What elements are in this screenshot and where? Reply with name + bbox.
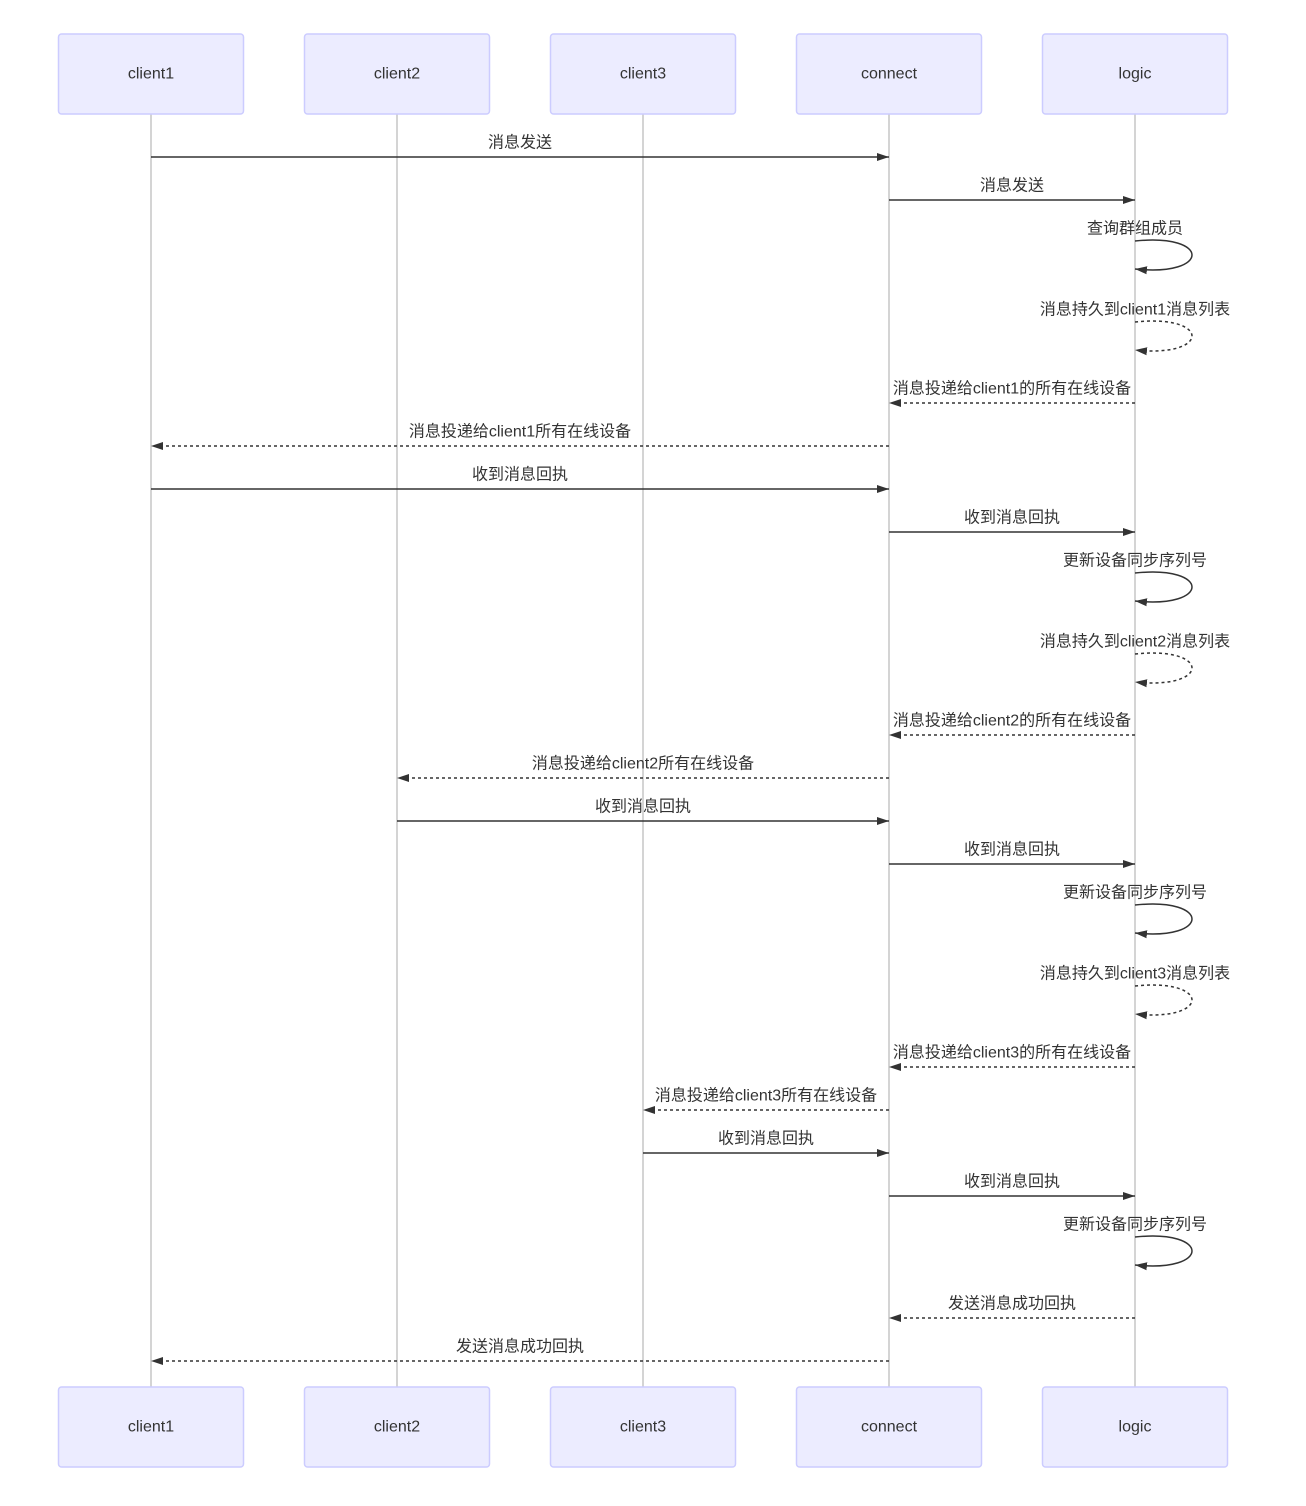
message-label: 收到消息回执 [964, 841, 1060, 859]
message: 收到消息回执 [889, 841, 1135, 868]
self-message: 更新设备同步序列号 [1063, 884, 1207, 939]
message-label: 消息投递给client3所有在线设备 [655, 1087, 877, 1105]
message-label: 消息持久到client2消息列表 [1040, 633, 1230, 651]
participant-label: connect [861, 1419, 918, 1436]
participant-client1-bottom: client1 [57, 1386, 245, 1468]
participant-connect-top: connect [795, 33, 983, 115]
self-message: 消息持久到client1消息列表 [1040, 301, 1230, 356]
message-label: 消息发送 [488, 134, 552, 152]
message: 消息投递给client3的所有在线设备 [889, 1044, 1135, 1071]
message: 收到消息回执 [889, 509, 1135, 536]
participant-box [303, 33, 491, 115]
message: 消息发送 [889, 177, 1135, 204]
participant-client3-top: client3 [549, 33, 737, 115]
message-label: 更新设备同步序列号 [1063, 884, 1207, 902]
self-message-arrow [1134, 320, 1193, 356]
participant-logic-bottom: logic [1041, 1386, 1229, 1468]
participant-label: connect [861, 66, 918, 83]
message: 消息投递给client2的所有在线设备 [889, 712, 1135, 739]
message: 消息投递给client2所有在线设备 [397, 755, 889, 782]
message: 消息投递给client3所有在线设备 [643, 1087, 889, 1114]
message-label: 收到消息回执 [472, 466, 568, 484]
participant-box [795, 1386, 983, 1468]
participant-box [57, 33, 245, 115]
participant-connect-bottom: connect [795, 1386, 983, 1468]
messages: 消息发送消息发送查询群组成员消息持久到client1消息列表消息投递给clien… [151, 134, 1230, 1365]
message-label: 消息投递给client2所有在线设备 [532, 755, 754, 773]
participant-label: client3 [620, 1419, 666, 1436]
self-message-arrow [1134, 984, 1193, 1020]
self-message: 消息持久到client3消息列表 [1040, 965, 1230, 1020]
message-label: 发送消息成功回执 [456, 1338, 584, 1356]
message-label: 消息持久到client3消息列表 [1040, 965, 1230, 983]
self-message: 更新设备同步序列号 [1063, 1216, 1207, 1271]
participant-label: client1 [128, 1419, 174, 1436]
participant-client1-top: client1 [57, 33, 245, 115]
participant-label: client2 [374, 1419, 420, 1436]
message: 发送消息成功回执 [151, 1338, 889, 1365]
participant-client2-bottom: client2 [303, 1386, 491, 1468]
participant-client3-bottom: client3 [549, 1386, 737, 1468]
message-label: 查询群组成员 [1087, 220, 1183, 238]
lifelines [150, 114, 1136, 1387]
message-label: 消息投递给client1所有在线设备 [409, 423, 631, 441]
participant-label: client3 [620, 66, 666, 83]
message: 收到消息回执 [889, 1173, 1135, 1200]
message: 消息发送 [151, 134, 889, 161]
self-message-arrow [1134, 571, 1193, 607]
self-message-arrow [1134, 1235, 1193, 1271]
message: 收到消息回执 [151, 466, 889, 493]
self-message-arrow [1134, 903, 1193, 939]
message: 消息投递给client1所有在线设备 [151, 423, 889, 450]
message: 发送消息成功回执 [889, 1295, 1135, 1322]
participant-box [795, 33, 983, 115]
participant-box [1041, 33, 1229, 115]
participant-label: client2 [374, 66, 420, 83]
participant-client2-top: client2 [303, 33, 491, 115]
participant-label: logic [1119, 1419, 1152, 1436]
participant-logic-top: logic [1041, 33, 1229, 115]
participant-box [549, 33, 737, 115]
message-label: 消息投递给client2的所有在线设备 [893, 712, 1131, 730]
message-label: 消息投递给client1的所有在线设备 [893, 380, 1131, 398]
message-label: 收到消息回执 [964, 1173, 1060, 1191]
message-label: 收到消息回执 [964, 509, 1060, 527]
participant-box [57, 1386, 245, 1468]
participants: client1 client1 client2 client2 client3 clien… [57, 33, 1229, 1468]
message-label: 收到消息回执 [595, 798, 691, 816]
self-message-arrow [1134, 652, 1193, 688]
message-label: 更新设备同步序列号 [1063, 1216, 1207, 1234]
message: 收到消息回执 [397, 798, 889, 825]
self-message: 更新设备同步序列号 [1063, 552, 1207, 607]
message: 收到消息回执 [643, 1130, 889, 1157]
self-message: 查询群组成员 [1087, 220, 1193, 275]
self-message: 消息持久到client2消息列表 [1040, 633, 1230, 688]
message: 消息投递给client1的所有在线设备 [889, 380, 1135, 407]
participant-box [303, 1386, 491, 1468]
message-label: 消息持久到client1消息列表 [1040, 301, 1230, 319]
participant-label: logic [1119, 66, 1152, 83]
message-label: 消息投递给client3的所有在线设备 [893, 1044, 1131, 1062]
participant-label: client1 [128, 66, 174, 83]
message-label: 消息发送 [980, 177, 1044, 195]
participant-box [1041, 1386, 1229, 1468]
self-message-arrow [1134, 239, 1193, 275]
message-label: 收到消息回执 [718, 1130, 814, 1148]
message-label: 更新设备同步序列号 [1063, 552, 1207, 570]
participant-box [549, 1386, 737, 1468]
message-label: 发送消息成功回执 [948, 1295, 1076, 1313]
